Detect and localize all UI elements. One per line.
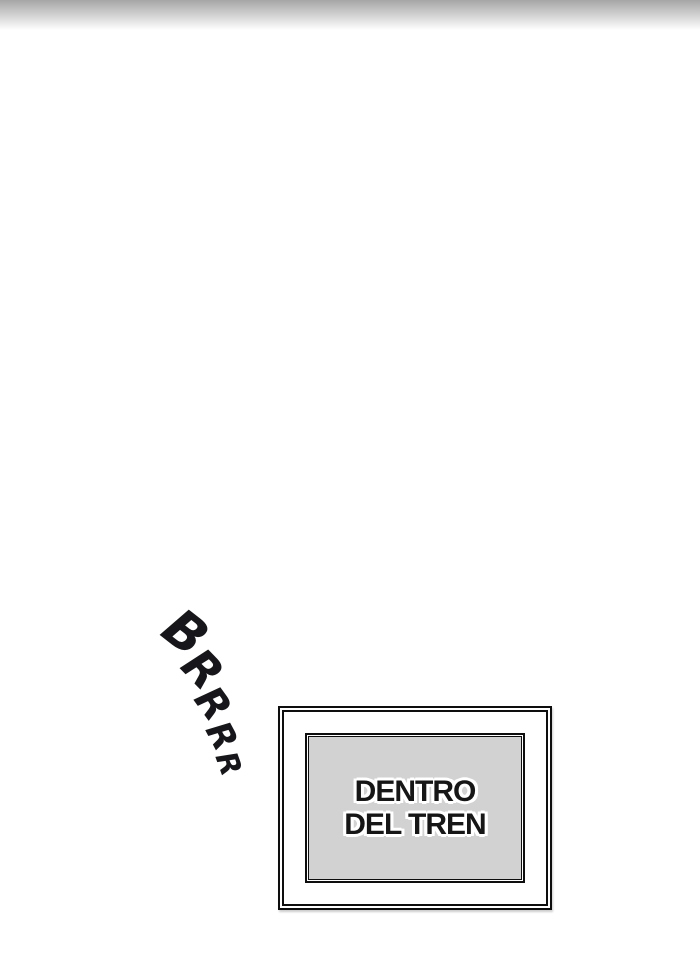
caption-line-2: DEL TREN xyxy=(344,808,486,841)
caption-text: DENTRO DEL TREN xyxy=(344,775,486,841)
caption-frame: DENTRO DEL TREN xyxy=(278,706,552,910)
caption-line-1: DENTRO xyxy=(354,775,477,808)
top-gradient-shade xyxy=(0,0,700,30)
caption-frame-inner-border: DENTRO DEL TREN xyxy=(282,710,548,906)
caption-panel: DENTRO DEL TREN xyxy=(305,733,525,883)
